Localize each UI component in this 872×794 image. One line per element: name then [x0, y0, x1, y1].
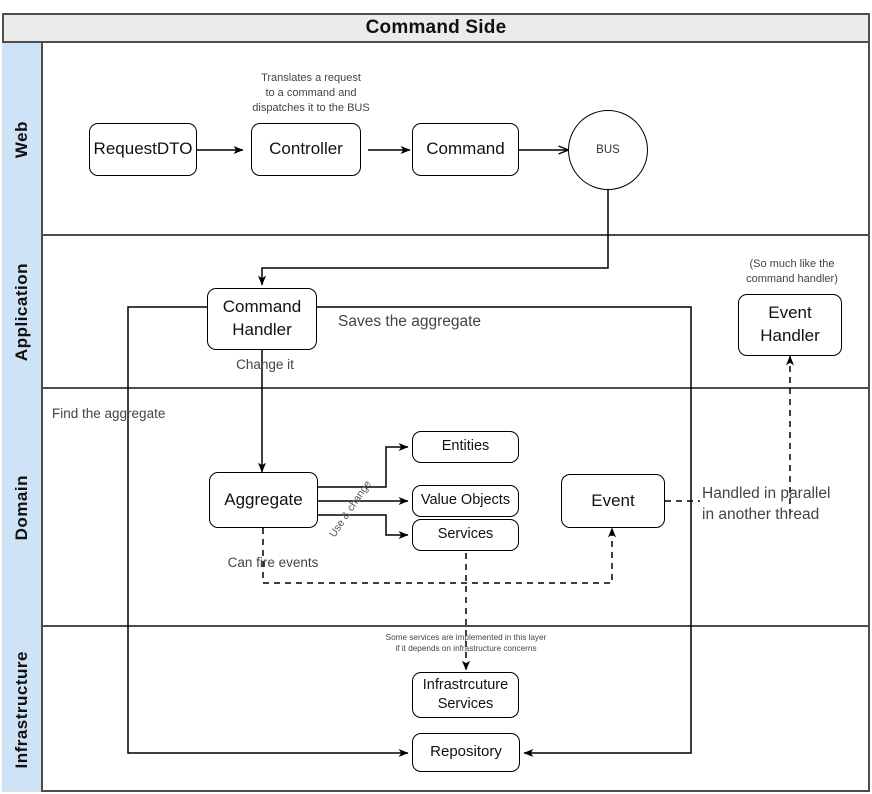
label-saves-the-aggregate: Saves the aggregate: [338, 313, 482, 330]
note-controller-translates: Translates a request to a command and di…: [226, 71, 396, 116]
note-parallel-line2: in another thread: [702, 505, 820, 523]
node-command-handler-line2: Handler: [232, 320, 292, 339]
note-controller-line3: dispatches it to the BUS: [252, 101, 370, 114]
note-parallel-line1: Handled in parallel: [702, 485, 831, 502]
node-services-label: Services: [437, 526, 494, 543]
page-title: Command Side: [365, 17, 507, 38]
node-event-handler-line1: Event: [768, 303, 812, 323]
node-event[interactable]: Event: [561, 474, 665, 528]
node-entities[interactable]: Entities: [412, 431, 519, 463]
note-some-services-implemented: Some services are implemented in this la…: [366, 632, 566, 654]
note-event-handler-similar: (So much like the command handler): [722, 257, 862, 287]
node-event-label: Event: [591, 490, 635, 510]
arrow-aggregate-services: [318, 514, 409, 539]
node-event-handler-line2: Handler: [760, 326, 820, 345]
node-command-label: Command: [426, 139, 505, 159]
note-controller-line1: Translates a request: [261, 72, 361, 84]
node-command-handler-line1: Command: [222, 297, 302, 317]
node-command-handler[interactable]: Command Handler: [207, 288, 317, 350]
note-handled-in-parallel: Handled in parallel in another thread: [702, 484, 862, 526]
node-aggregate[interactable]: Aggregate: [209, 472, 318, 528]
node-infrastructure-services-line2: Services: [437, 696, 494, 712]
node-command[interactable]: Command: [412, 123, 519, 176]
node-repository-label: Repository: [430, 743, 502, 761]
arrow-commandhandler-repository-save: [317, 306, 692, 757]
arrow-bus-commandhandler: [258, 190, 609, 286]
node-services[interactable]: Services: [412, 519, 519, 551]
diagram-title-bar: Command Side: [2, 13, 870, 43]
note-event-handler-line1: (So much like the: [749, 258, 835, 270]
note-controller-line2: to a command and: [265, 86, 357, 99]
node-controller[interactable]: Controller: [251, 123, 361, 176]
node-bus[interactable]: BUS: [568, 110, 648, 190]
lane-label-application: Application: [2, 236, 43, 389]
label-find-the-aggregate: Find the aggregate: [52, 406, 166, 421]
node-infrastructure-services[interactable]: Infrastrcuture Services: [412, 672, 519, 718]
lane-label-infrastructure: Infrastructure: [2, 627, 43, 792]
lane-label-domain: Domain: [2, 389, 43, 627]
node-aggregate-label: Aggregate: [224, 489, 303, 509]
arrow-aggregate-event-dashed: [262, 527, 616, 584]
label-can-fire-events: Can fire events: [227, 555, 319, 570]
node-value-objects[interactable]: Value Objects: [412, 485, 519, 517]
node-repository[interactable]: Repository: [412, 733, 520, 772]
note-infra-line2: if it depends on infrastructure concerns: [395, 644, 537, 654]
node-event-handler[interactable]: Event Handler: [738, 294, 842, 356]
node-request-dto[interactable]: RequestDTO: [89, 123, 197, 176]
node-bus-label: BUS: [596, 144, 620, 156]
arrow-aggregate-entities: [318, 443, 409, 488]
node-value-objects-label: Value Objects: [420, 492, 511, 509]
node-controller-label: Controller: [269, 139, 343, 159]
node-infrastructure-services-line1: Infrastrcuture: [422, 676, 509, 693]
node-entities-label: Entities: [441, 438, 490, 455]
lane-label-web: Web: [2, 43, 43, 236]
arrow-commandhandler-repository-find: [127, 306, 409, 757]
note-event-handler-line2: command handler): [746, 272, 838, 285]
note-infra-line1: Some services are implemented in this la…: [385, 633, 547, 642]
label-change-it: Change it: [236, 357, 294, 372]
node-request-dto-label: RequestDTO: [93, 139, 193, 159]
